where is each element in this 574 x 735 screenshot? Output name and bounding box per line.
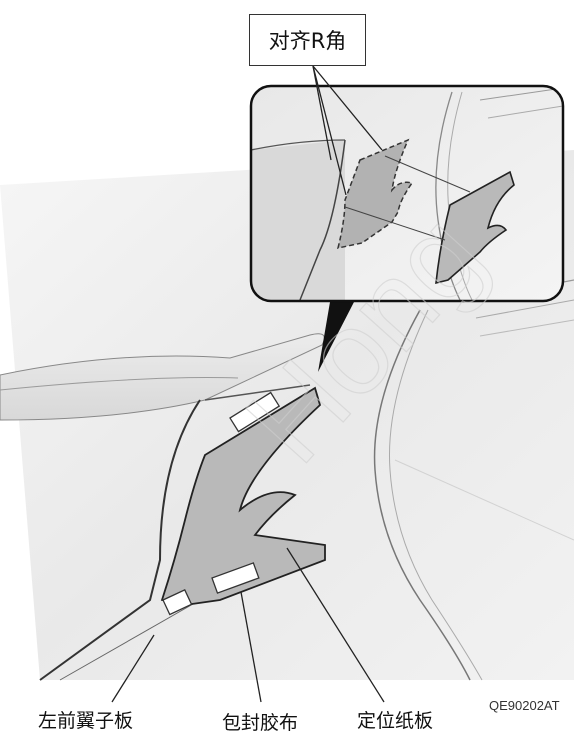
figure-code: QE90202AT (489, 698, 560, 713)
label-template: 定位纸板 (357, 706, 433, 733)
callout-box: 对齐R角 (249, 14, 366, 66)
label-fender: 左前翼子板 (38, 706, 133, 733)
callout-text: 对齐R角 (269, 25, 347, 55)
label-tape: 包封胶布 (222, 708, 298, 735)
